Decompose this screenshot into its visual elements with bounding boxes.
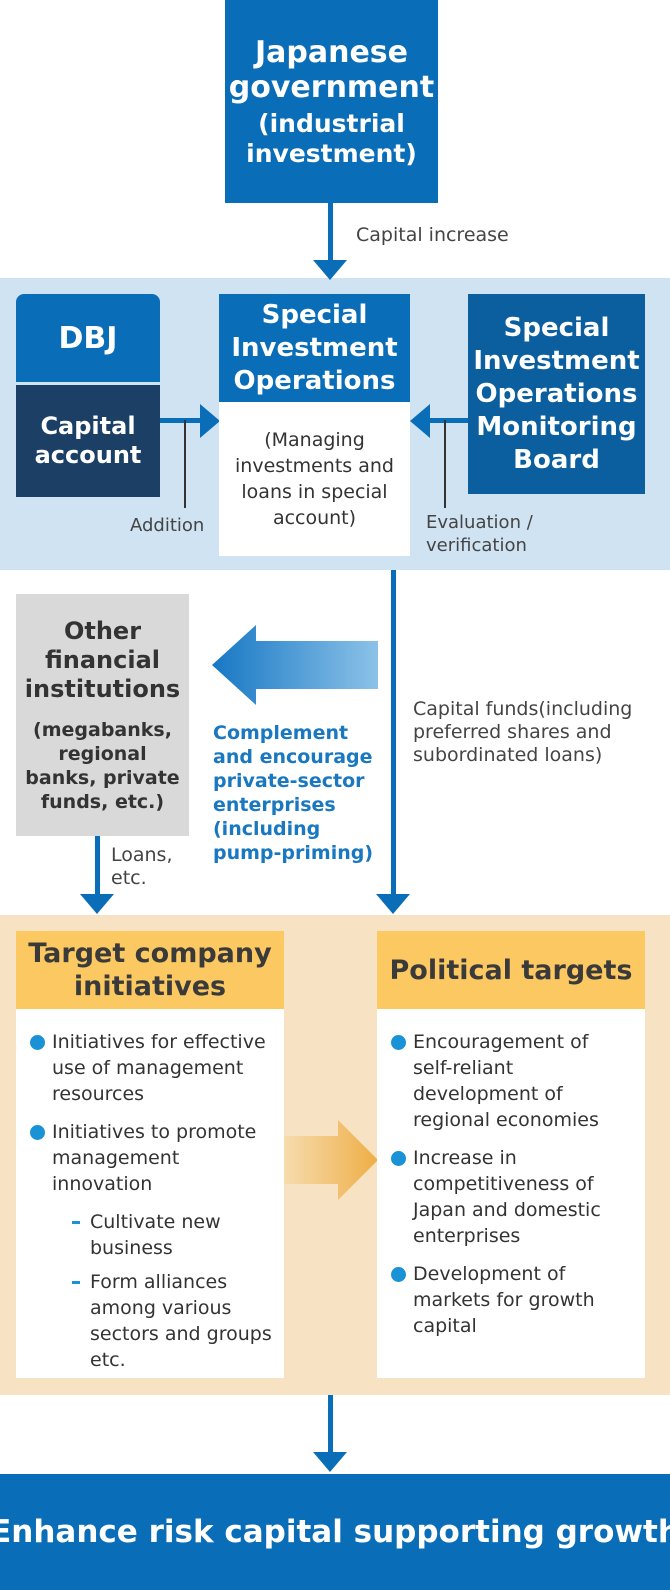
target-company-body: Initiatives for effective use of managem… [16, 1009, 284, 1378]
list-item: Form alliances among various sectors and… [52, 1269, 272, 1373]
dbj-title: DBJ [58, 320, 118, 356]
political-targets-body: Encouragement of self-reliant developmen… [377, 1009, 645, 1378]
capital-funds-label: Capital funds(including preferred shares… [413, 698, 633, 766]
list-item: Development of markets for growth capita… [391, 1261, 633, 1339]
final-arrow-head [313, 1452, 347, 1472]
target-company-list: Initiatives for effective use of managem… [30, 1029, 272, 1373]
other-institutions-box: Other financial institutions (megabanks,… [16, 594, 189, 836]
list-item: Encouragement of self-reliant developmen… [391, 1029, 633, 1133]
list-item: Increase in competitiveness of Japan and… [391, 1145, 633, 1249]
list-item: Initiatives to promote management innova… [30, 1119, 272, 1373]
political-targets-header: Political targets [377, 931, 645, 1009]
list-item: Cultivate new business [52, 1209, 272, 1261]
evaluation-label: Evaluation / verification [426, 512, 533, 556]
special-operations-header: Special Investment Operations [219, 294, 410, 402]
bottom-banner: Enhance risk capital supporting growth [0, 1474, 670, 1590]
capital-account-box: Capital account [16, 385, 160, 497]
evaluation-leader-line [444, 420, 446, 508]
capital-increase-arrow-head [313, 260, 347, 280]
other-institutions-subtitle: (megabanks, regional banks, private fund… [25, 718, 180, 813]
addition-label: Addition [130, 515, 205, 536]
political-targets-title: Political targets [389, 954, 633, 986]
loans-arrow-head [80, 894, 114, 914]
japanese-government-box: Japanese government (industrial investme… [225, 0, 438, 203]
special-operations-description: (Managing investments and loans in speci… [235, 429, 394, 529]
special-operations-body: (Managing investments and loans in speci… [219, 402, 410, 556]
government-title: Japanese government [228, 34, 435, 105]
capital-funds-arrow-line [391, 570, 396, 896]
loans-label: Loans, etc. [111, 844, 173, 889]
evaluation-arrow-head [410, 404, 430, 438]
gold-right-arrow-icon [284, 1120, 378, 1200]
capital-funds-arrow-head [376, 894, 410, 914]
dbj-box: DBJ [16, 294, 160, 382]
bullet-dot-icon [391, 1035, 406, 1050]
complement-arrow-icon [212, 625, 378, 705]
bottom-banner-text: Enhance risk capital supporting growth [0, 1514, 670, 1550]
target-company-title: Target company initiatives [28, 938, 272, 1002]
target-company-header: Target company initiatives [16, 931, 284, 1009]
addition-arrow-line [160, 418, 202, 423]
loans-arrow-line [95, 836, 100, 896]
evaluation-arrow-line [428, 418, 468, 423]
dash-icon [72, 1221, 80, 1224]
other-institutions-title: Other financial institutions [24, 616, 181, 703]
capital-account-label: Capital account [34, 412, 142, 469]
final-arrow-line [328, 1395, 333, 1455]
bullet-dot-icon [391, 1267, 406, 1282]
political-targets-list: Encouragement of self-reliant developmen… [391, 1029, 633, 1339]
addition-arrow-head [200, 404, 220, 438]
bullet-dot-icon [30, 1125, 45, 1140]
capital-increase-label: Capital increase [356, 224, 509, 246]
dash-icon [72, 1281, 80, 1284]
monitoring-board-title: Special Investment Operations Monitoring… [473, 312, 640, 475]
government-subtitle: (industrial investment) [246, 108, 417, 168]
bullet-dot-icon [391, 1151, 406, 1166]
list-item: Initiatives for effective use of managem… [30, 1029, 272, 1107]
bullet-dot-icon [30, 1035, 45, 1050]
target-company-sublist: Cultivate new business Form alliances am… [52, 1209, 272, 1373]
special-operations-title: Special Investment Operations [231, 299, 398, 396]
complement-label: Complement and encourage private-sector … [213, 722, 374, 864]
monitoring-board-box: Special Investment Operations Monitoring… [468, 294, 645, 494]
addition-leader-line [184, 420, 186, 508]
capital-increase-arrow-line [328, 203, 333, 263]
